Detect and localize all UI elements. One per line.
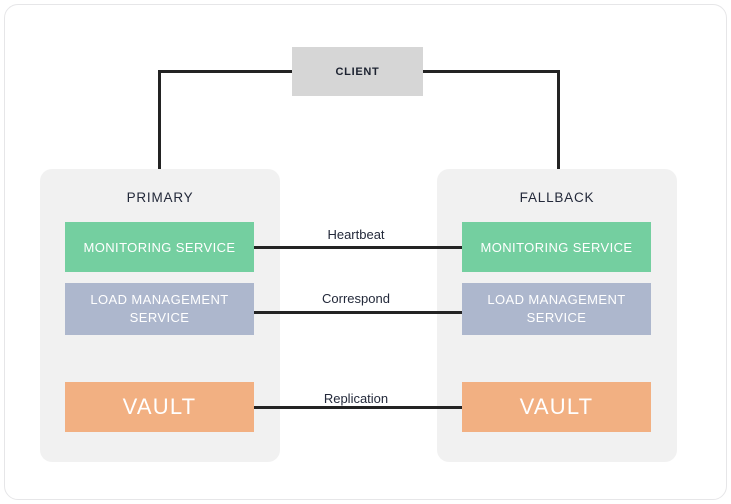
primary-load-management-service-node[interactable]: LOAD MANAGEMENT SERVICE <box>65 283 254 335</box>
link-label-correspond: Correspond <box>322 291 390 306</box>
fallback-load-management-service-node[interactable]: LOAD MANAGEMENT SERVICE <box>462 283 651 335</box>
connector-client-to-primary-horizontal <box>158 70 293 73</box>
connector-heartbeat <box>253 246 463 249</box>
site-title-primary: PRIMARY <box>126 190 194 205</box>
connector-client-to-primary-vertical <box>158 70 161 180</box>
primary-vault-node[interactable]: VAULT <box>65 382 254 432</box>
client-label: CLIENT <box>335 65 380 78</box>
connector-correspond <box>253 311 463 314</box>
fallback-monitoring-service-node[interactable]: MONITORING SERVICE <box>462 222 651 272</box>
connector-replication <box>253 406 463 409</box>
connector-client-to-fallback-vertical <box>557 70 560 180</box>
site-title-fallback: FALLBACK <box>519 190 595 205</box>
client-node[interactable]: CLIENT <box>292 47 423 96</box>
link-label-replication: Replication <box>323 391 389 406</box>
connector-client-to-fallback-horizontal <box>422 70 560 73</box>
fallback-vault-node[interactable]: VAULT <box>462 382 651 432</box>
link-label-heartbeat: Heartbeat <box>327 227 385 242</box>
primary-monitoring-service-node[interactable]: MONITORING SERVICE <box>65 222 254 272</box>
